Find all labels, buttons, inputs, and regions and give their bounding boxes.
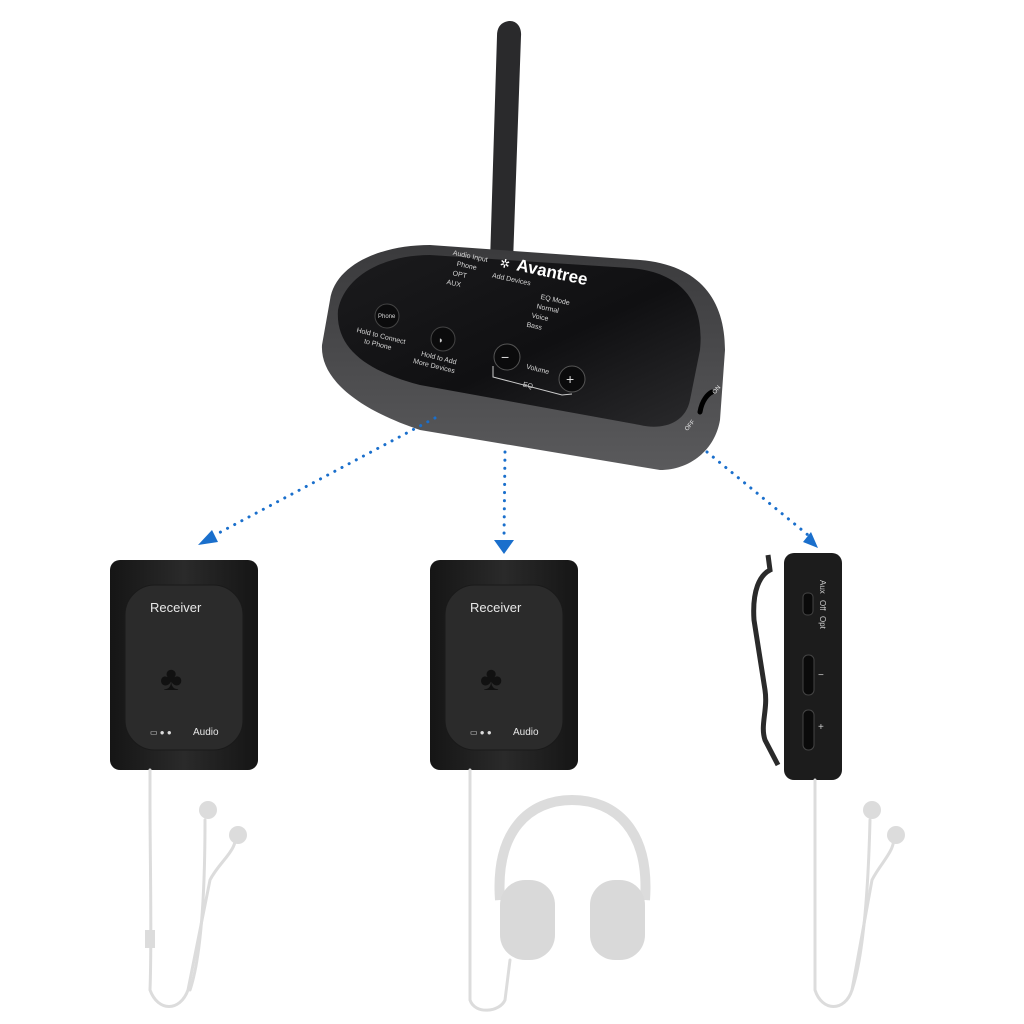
label-normal: Normal <box>536 303 560 315</box>
clip-plus-button[interactable] <box>802 709 815 751</box>
label-voice: Voice <box>531 313 549 323</box>
clip-minus-label: − <box>818 670 824 681</box>
label-aux: AUX <box>446 279 462 289</box>
switch-label-off: Off <box>818 600 827 611</box>
leaf-logo-icon: ✲ <box>498 256 511 272</box>
receiver-1: Receiver ♣ ▭ ● ● Audio <box>110 560 258 770</box>
label-phone: Phone <box>456 261 477 272</box>
plus-icon: + <box>566 371 574 387</box>
volume-minus-button[interactable]: − <box>493 343 521 371</box>
volume-plus-button[interactable]: + <box>558 365 586 393</box>
label-bass: Bass <box>526 322 543 332</box>
battery-icon: ▭ ● ● <box>150 728 172 737</box>
arrow-middle <box>494 450 514 554</box>
lotus-icon: ♣ <box>480 660 502 698</box>
label-opt: OPT <box>452 270 468 280</box>
earphones-right <box>813 778 905 1008</box>
antenna <box>490 20 522 263</box>
add-devices-button[interactable]: ◗ <box>430 326 456 352</box>
mode-switch[interactable] <box>802 592 814 616</box>
clip-plus-label: + <box>818 722 824 733</box>
arrow-left <box>198 416 437 545</box>
clip-receiver: Aux Off Opt − + <box>751 553 842 780</box>
headphones <box>468 768 651 1012</box>
clip-minus-button[interactable] <box>802 654 815 696</box>
audio-label: Audio <box>193 727 219 738</box>
switch-label-aux: Aux <box>818 580 827 594</box>
minus-icon: − <box>501 349 509 365</box>
receiver-title: Receiver <box>470 600 522 615</box>
transmitter: Avantree ✲ Audio Input Phone OPT AUX Add… <box>321 245 725 470</box>
lotus-icon: ♣ <box>160 660 182 698</box>
audio-label: Audio <box>513 727 539 738</box>
phone-button-label: Phone <box>378 314 396 320</box>
arrow-right <box>705 450 818 548</box>
receiver-2: Receiver ♣ ▭ ● ● Audio <box>430 560 578 770</box>
battery-icon: ▭ ● ● <box>470 728 492 737</box>
wireless-icon: ◗ <box>438 335 443 345</box>
phone-button[interactable]: Phone <box>374 303 400 329</box>
receiver-title: Receiver <box>150 600 202 615</box>
on-label: ON <box>712 385 722 396</box>
earphones-left <box>145 768 247 1008</box>
switch-label-opt: Opt <box>818 616 827 630</box>
power-switch[interactable] <box>697 389 715 415</box>
eq-label: EQ <box>522 381 534 390</box>
